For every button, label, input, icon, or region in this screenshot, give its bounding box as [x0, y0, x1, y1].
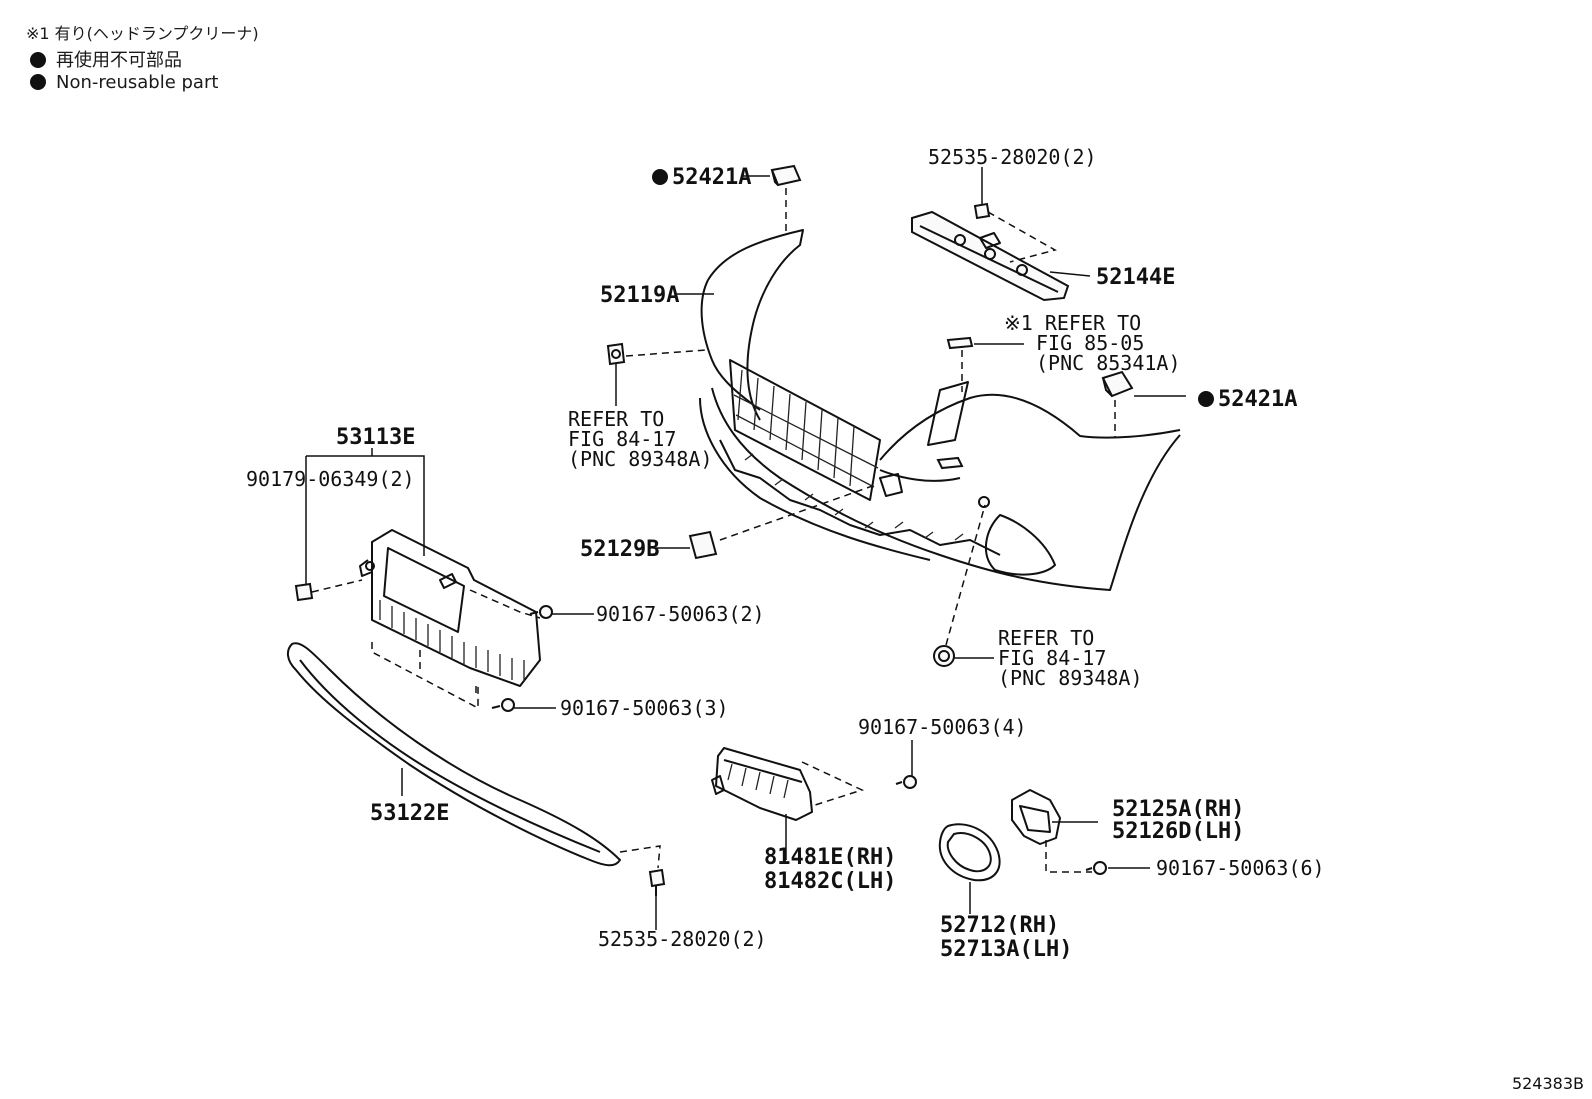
label-52421A-right: 52421A	[1218, 387, 1297, 412]
dashed-guide	[1045, 840, 1092, 873]
label-52535-top: 52535-28020(2)	[928, 145, 1097, 169]
label-90167-2: 90167-50063(2)	[596, 602, 765, 626]
clip-52535-top[interactable]	[973, 202, 991, 220]
label-ref3-line2: FIG 84-17	[998, 646, 1106, 670]
non-reusable-dot-icon	[30, 52, 46, 68]
label-ref3-line3: (PNC 89348A)	[998, 666, 1143, 690]
label-52129B: 52129B	[580, 537, 659, 562]
screw-90167-d[interactable]	[1085, 861, 1107, 875]
retainer-52421A-right[interactable]	[1101, 370, 1134, 398]
label-52421A-top: 52421A	[672, 165, 751, 190]
label-52535-bottom: 52535-28020(2)	[598, 927, 767, 951]
label-ref2-line3: (PNC 89348A)	[568, 447, 713, 471]
dashed-guide	[625, 349, 707, 357]
screw-90167-b[interactable]	[491, 698, 515, 712]
label-ref1-line3: (PNC 85341A)	[1036, 351, 1181, 375]
dashed-guide	[469, 589, 541, 619]
label-ref1-line1: ※1 REFER TO	[1004, 311, 1141, 335]
label-ref2-line2: FIG 84-17	[568, 427, 676, 451]
note-headlamp-cleaner: ※1 有り(ヘッドランプクリーナ)	[26, 24, 259, 43]
clip-52535-bottom[interactable]	[648, 868, 666, 896]
dashed-guide	[619, 845, 661, 869]
note-non-reusable-jp: 再使用不可部品	[30, 46, 182, 72]
dashed-guide	[371, 642, 479, 710]
dashed-guide	[945, 504, 986, 646]
note-non-reusable-en-text: Non-reusable part	[56, 72, 219, 93]
label-90179-06349: 90179-06349(2)	[246, 467, 415, 491]
screw-90167-c[interactable]	[895, 775, 917, 789]
clip-90179-06349[interactable]	[294, 582, 314, 602]
radiator-grille-53113E[interactable]	[359, 529, 541, 687]
dashed-guide	[719, 483, 879, 541]
fog-lamp-bracket-81481E[interactable]	[711, 747, 813, 821]
label-52126D: 52126D(LH)	[1112, 819, 1244, 844]
label-90167-4: 90167-50063(4)	[858, 715, 1027, 739]
nut-left-ref-84-17[interactable]	[606, 342, 626, 366]
fog-lamp-cover-52712[interactable]	[938, 823, 1001, 882]
non-reusable-dot-icon	[30, 74, 46, 90]
dashed-guide	[987, 211, 1057, 263]
nut-bottom-ref-84-17[interactable]	[933, 645, 955, 667]
label-53113E: 53113E	[336, 425, 415, 450]
note-non-reusable-en: Non-reusable part	[30, 72, 218, 93]
bumper-retainer-52144E[interactable]	[911, 210, 1070, 302]
lower-molding-53122E[interactable]	[286, 642, 621, 867]
diagram-id: 524383B	[1511, 1074, 1584, 1093]
bumper-cover-part[interactable]	[699, 229, 1181, 591]
retainer-52421A-top[interactable]	[770, 164, 802, 187]
headlamp-washer-cover[interactable]	[946, 336, 974, 350]
note-non-reusable-jp-text: 再使用不可部品	[56, 50, 182, 71]
label-52712: 52712(RH)	[940, 913, 1059, 938]
screw-90167-a[interactable]	[529, 605, 553, 619]
label-90167-6: 90167-50063(6)	[1156, 856, 1325, 880]
leader-line	[1049, 271, 1091, 277]
label-53122E: 53122E	[370, 801, 449, 826]
cap-52129B[interactable]	[688, 530, 718, 560]
label-81482C: 81482C(LH)	[764, 869, 896, 894]
dashed-guide	[311, 579, 363, 593]
label-52119A: 52119A	[600, 283, 679, 308]
label-52144E: 52144E	[1096, 265, 1175, 290]
dashed-guide	[801, 761, 865, 807]
non-reusable-dot-icon	[1198, 391, 1214, 407]
leader-line	[305, 448, 425, 584]
label-ref3-line1: REFER TO	[998, 626, 1094, 650]
label-81481E: 81481E(RH)	[764, 845, 896, 870]
label-52125A: 52125A(RH)	[1112, 797, 1244, 822]
label-90167-3: 90167-50063(3)	[560, 696, 729, 720]
label-52713A: 52713A(LH)	[940, 937, 1072, 962]
label-ref1-line2: FIG 85-05	[1036, 331, 1144, 355]
fog-bracket-52125A[interactable]	[1011, 789, 1061, 845]
non-reusable-dot-icon	[652, 169, 668, 185]
label-ref2-line1: REFER TO	[568, 407, 664, 431]
